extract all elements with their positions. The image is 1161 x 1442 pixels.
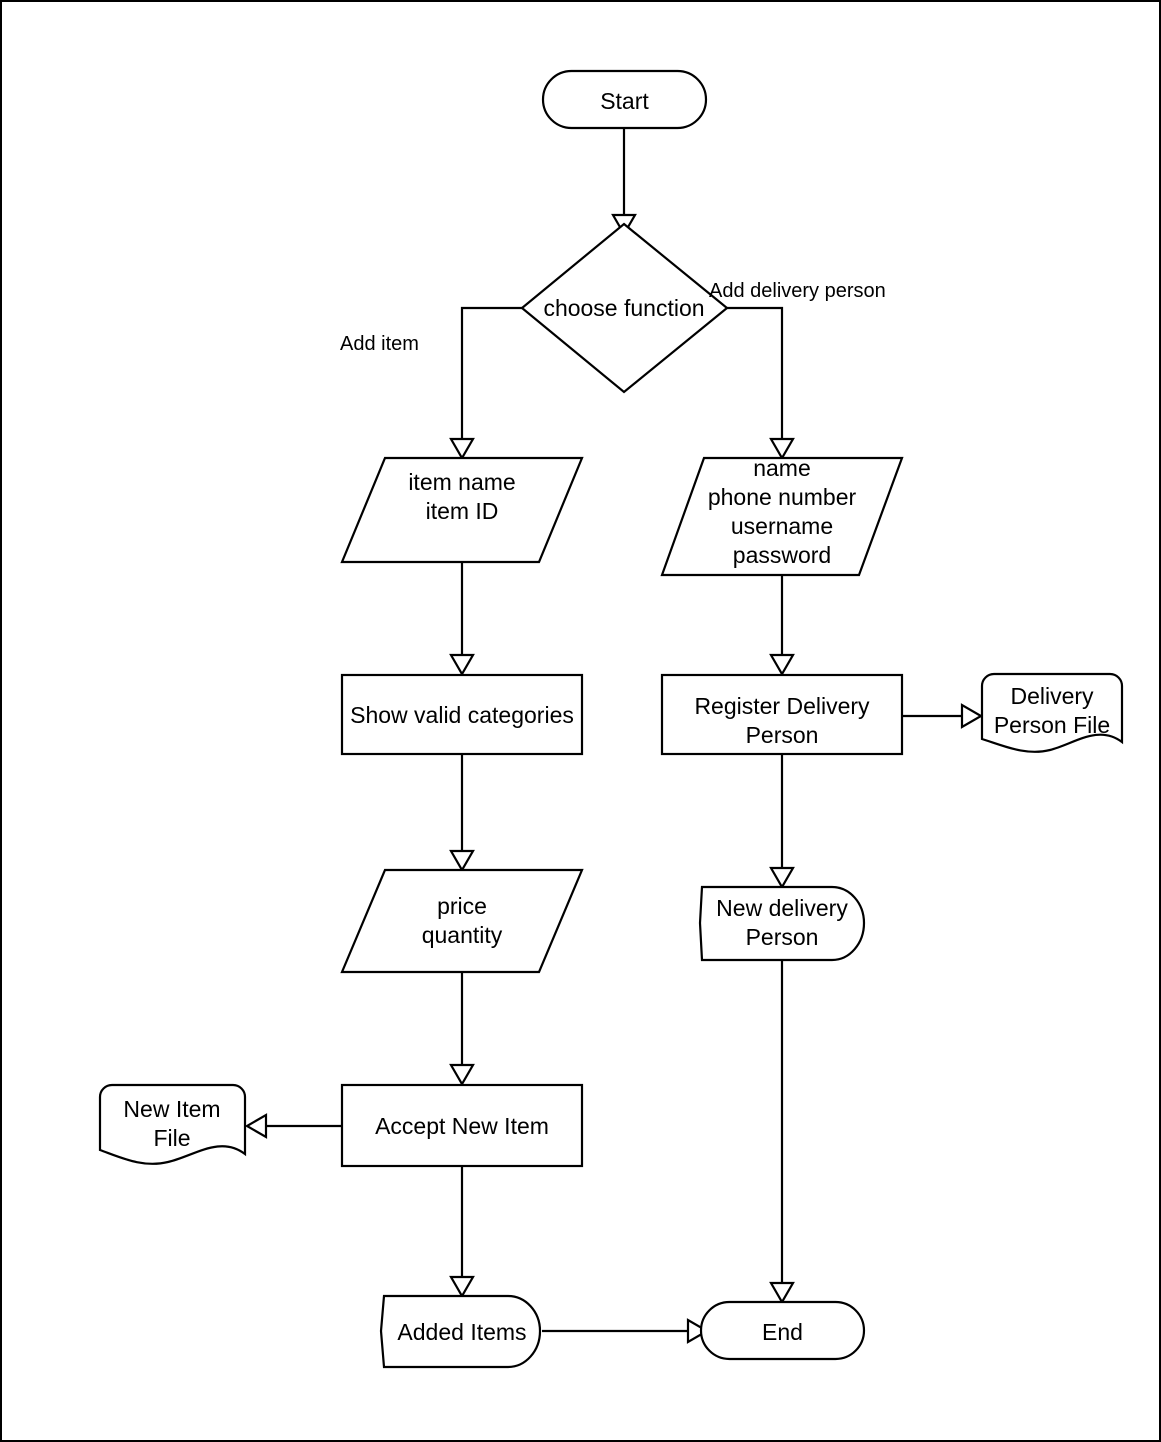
edge-start-to-choose xyxy=(611,128,637,237)
node-start[interactable] xyxy=(541,69,708,130)
edge-person-input-to-register xyxy=(769,575,795,677)
edge-register-to-delivery-file xyxy=(902,703,984,729)
edge-accept-to-added-items xyxy=(449,1166,475,1299)
node-register-person[interactable] xyxy=(660,673,904,756)
node-delivery-file[interactable] xyxy=(980,672,1124,753)
node-new-item-file[interactable] xyxy=(98,1083,247,1165)
node-item-input[interactable] xyxy=(340,456,584,564)
edge-price-to-accept xyxy=(449,972,475,1087)
node-accept-item[interactable] xyxy=(340,1083,584,1168)
node-choose-function[interactable] xyxy=(520,222,729,394)
node-price-input[interactable] xyxy=(340,868,584,974)
edge-accept-to-new-item-file xyxy=(244,1113,342,1139)
edge-label-add-delivery-person: Add delivery person xyxy=(709,280,886,302)
node-show-categories[interactable] xyxy=(340,673,584,756)
edge-choose-to-person-input xyxy=(727,306,795,461)
node-end[interactable] xyxy=(699,1300,866,1361)
edge-categories-to-price xyxy=(449,754,475,873)
node-person-input[interactable] xyxy=(660,456,904,577)
node-added-items[interactable] xyxy=(379,1294,542,1369)
edge-label-add-item: Add item xyxy=(340,333,419,355)
edge-choose-to-item-input xyxy=(449,306,522,461)
edge-item-input-to-categories xyxy=(449,562,475,677)
edge-new-person-to-end xyxy=(769,960,795,1305)
node-new-person[interactable] xyxy=(698,885,866,962)
edge-register-to-new-person xyxy=(769,754,795,890)
edge-added-items-to-end xyxy=(542,1318,710,1344)
